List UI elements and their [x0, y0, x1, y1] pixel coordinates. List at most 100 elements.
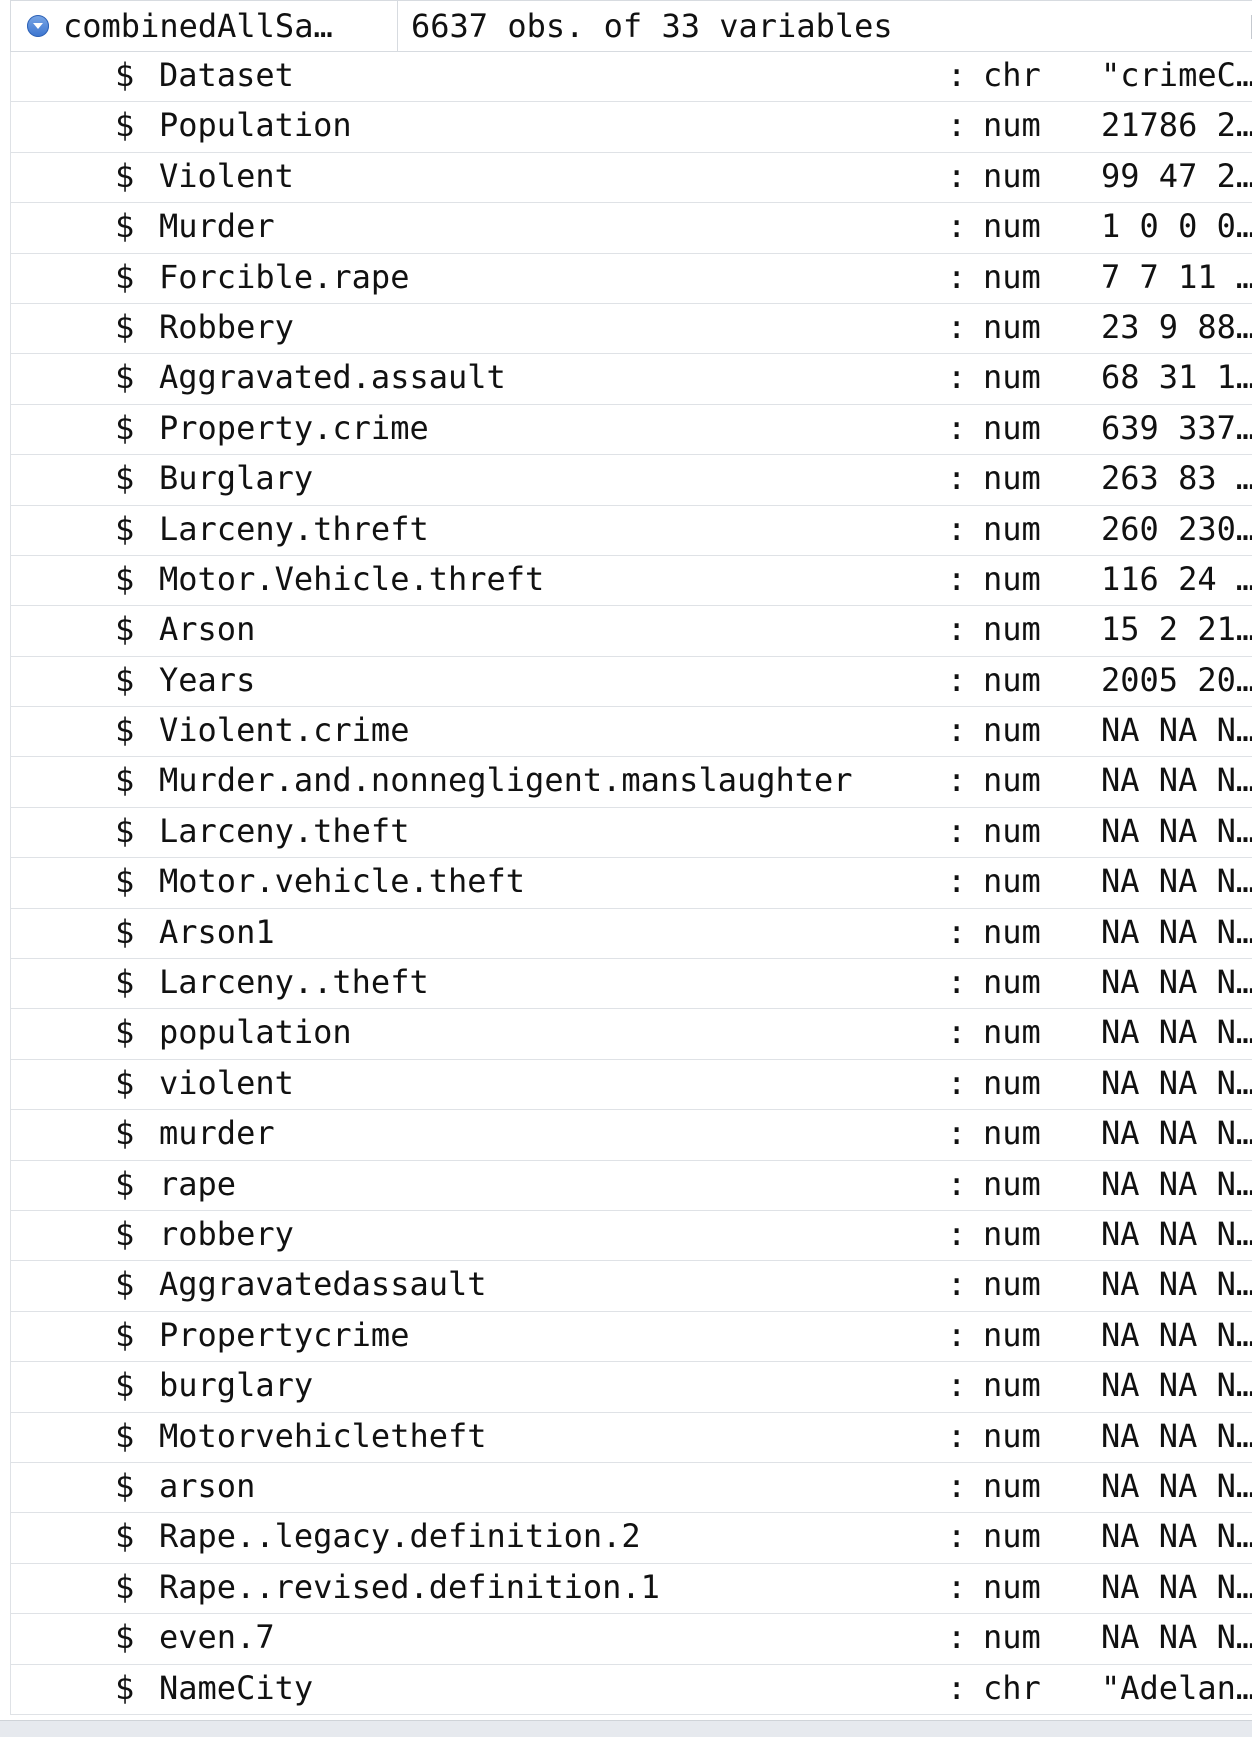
variable-values: NA NA N… [1101, 963, 1252, 1002]
variable-values: 68 31 1… [1101, 358, 1252, 397]
variable-name: Murder [159, 207, 275, 246]
variable-values: NA NA N… [1101, 811, 1252, 850]
type-separator: : [947, 1416, 967, 1455]
variable-type: num [983, 912, 1041, 951]
dollar-sign: $ [115, 660, 135, 699]
variable-type: num [983, 358, 1041, 397]
variable-name: Violent.crime [159, 711, 410, 750]
variable-name: Larceny..theft [159, 963, 429, 1002]
type-separator: : [947, 257, 967, 296]
variable-row[interactable]: $Murder.and.nonnegligent.manslaughter:nu… [10, 757, 1252, 808]
type-separator: : [947, 106, 967, 145]
variable-type: num [983, 963, 1041, 1002]
variable-type: num [983, 307, 1041, 346]
type-separator: : [947, 1063, 967, 1102]
variable-values: NA NA N… [1101, 1164, 1252, 1203]
variable-values: NA NA N… [1101, 1265, 1252, 1304]
dollar-sign: $ [115, 1114, 135, 1153]
dollar-sign: $ [115, 1063, 135, 1102]
variable-values: "crimeC… [1101, 56, 1252, 94]
dollar-sign: $ [115, 1214, 135, 1253]
variable-values: NA NA N… [1101, 1567, 1252, 1606]
object-name[interactable]: combinedAllSa… [63, 7, 333, 45]
type-separator: : [947, 156, 967, 195]
variable-name: murder [159, 1114, 275, 1153]
dollar-sign: $ [115, 1466, 135, 1505]
variable-type: num [983, 559, 1041, 598]
object-header-row[interactable]: combinedAllSa… 6637 obs. of 33 variables [10, 0, 1252, 52]
dollar-sign: $ [115, 509, 135, 548]
type-separator: : [947, 1466, 967, 1505]
type-separator: : [947, 761, 967, 800]
dollar-sign: $ [115, 912, 135, 951]
chevron-down-icon[interactable] [27, 15, 49, 37]
dollar-sign: $ [115, 610, 135, 649]
variable-row[interactable]: $Dataset:chr"crimeC… [10, 52, 1252, 103]
type-separator: : [947, 459, 967, 498]
variable-type: num [983, 1164, 1041, 1203]
variable-name: Dataset [159, 56, 294, 94]
dollar-sign: $ [115, 56, 135, 94]
type-separator: : [947, 1366, 967, 1405]
dollar-sign: $ [115, 1366, 135, 1405]
variable-type: num [983, 257, 1041, 296]
horizontal-scrollbar[interactable] [0, 1720, 1252, 1737]
dollar-sign: $ [115, 711, 135, 750]
variable-values: NA NA N… [1101, 711, 1252, 750]
dollar-sign: $ [115, 963, 135, 1002]
dollar-sign: $ [115, 207, 135, 246]
variable-type: num [983, 660, 1041, 699]
type-separator: : [947, 1265, 967, 1304]
variable-values: NA NA N… [1101, 1416, 1252, 1455]
variable-name: violent [159, 1063, 294, 1102]
variable-name: Years [159, 660, 256, 699]
variable-type: num [983, 509, 1041, 548]
variable-type: num [983, 1618, 1041, 1657]
type-separator: : [947, 1214, 967, 1253]
variable-values: "Adelan… [1101, 1668, 1252, 1707]
dollar-sign: $ [115, 1668, 135, 1707]
variable-row[interactable]: $NameCity:chr"Adelan… [10, 1664, 1252, 1715]
variable-values: NA NA N… [1101, 1618, 1252, 1657]
dollar-sign: $ [115, 307, 135, 346]
variable-values: 21786 2… [1101, 106, 1252, 145]
type-separator: : [947, 307, 967, 346]
type-separator: : [947, 711, 967, 750]
type-separator: : [947, 1668, 967, 1707]
variable-values: 15 2 21… [1101, 610, 1252, 649]
dollar-sign: $ [115, 358, 135, 397]
variable-name: Arson1 [159, 912, 275, 951]
type-separator: : [947, 1315, 967, 1354]
variable-type: num [983, 862, 1041, 901]
